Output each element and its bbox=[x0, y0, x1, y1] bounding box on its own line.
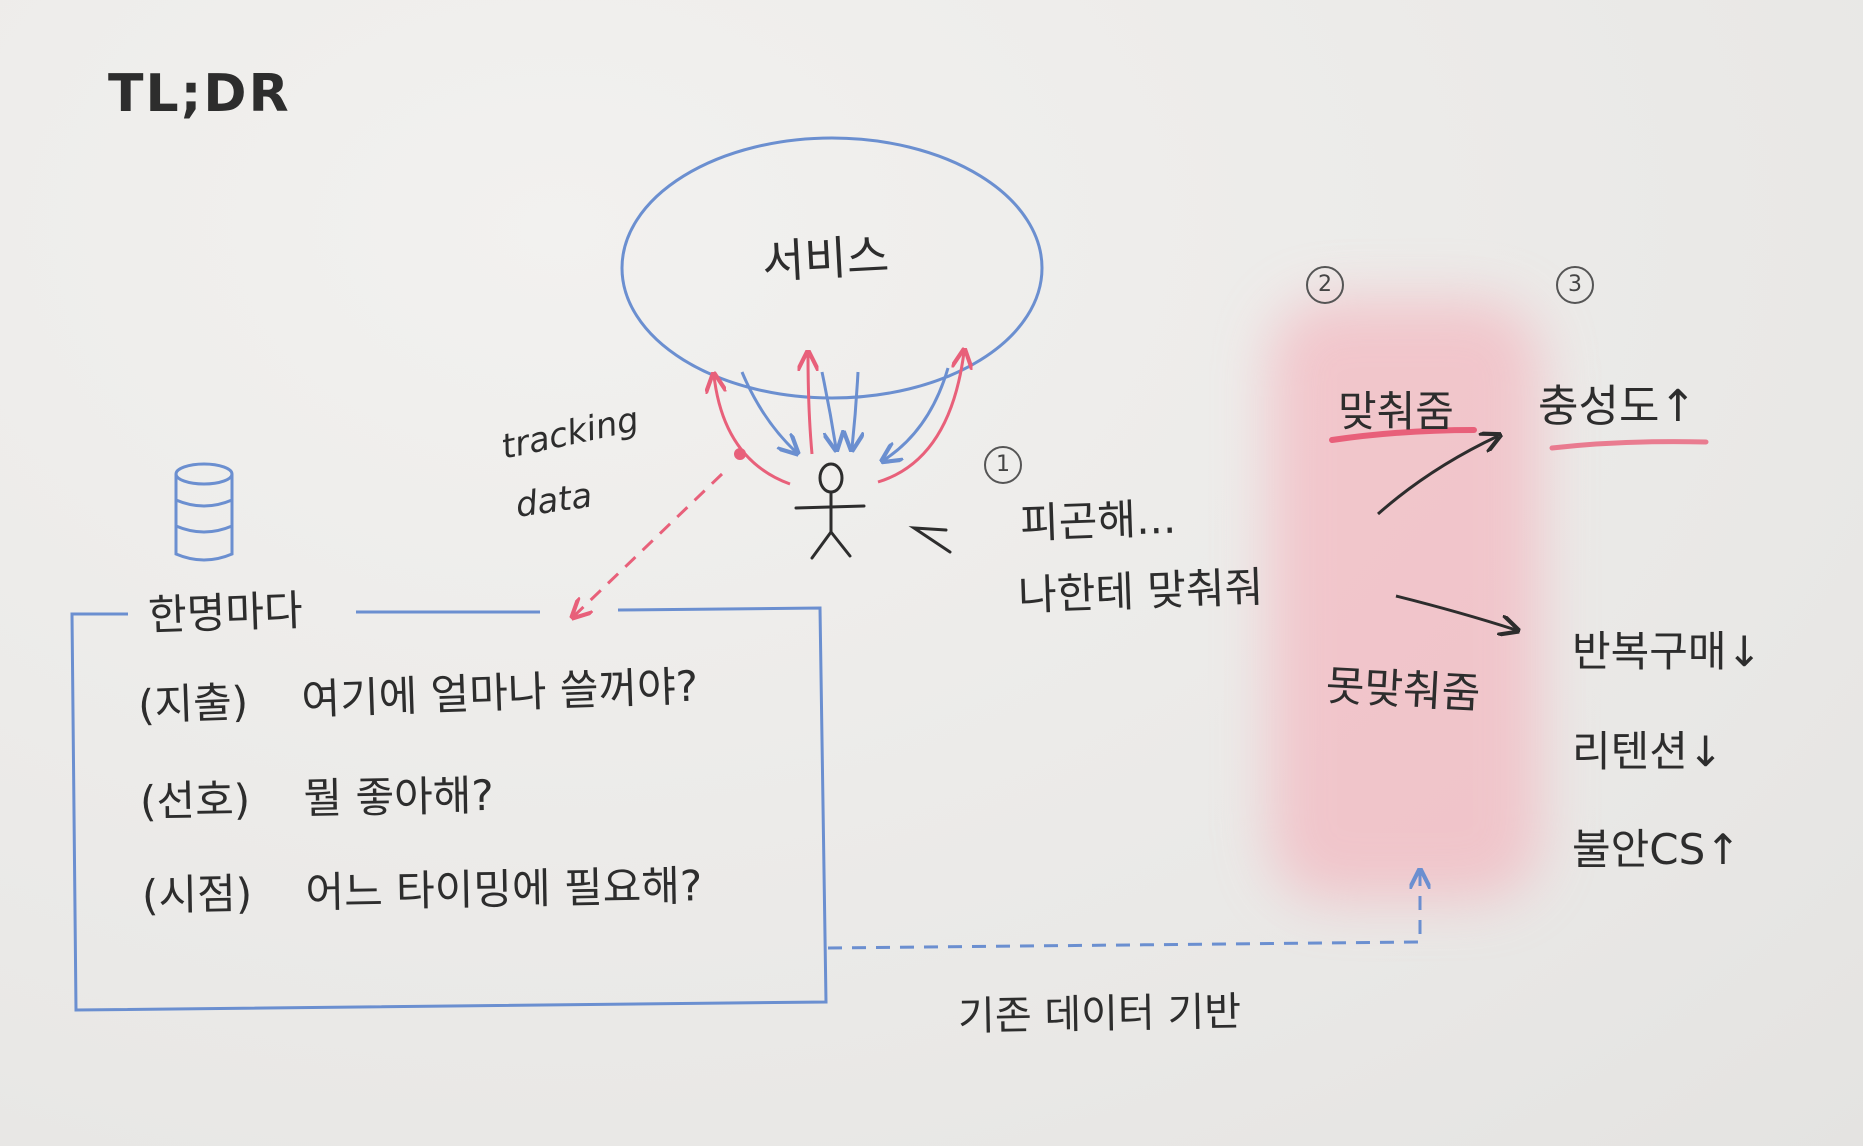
per-user-data-box bbox=[70, 606, 828, 1012]
stick-figure-icon bbox=[794, 462, 866, 560]
question-text: 여기에 얼마나 쓸꺼야? bbox=[300, 661, 699, 725]
user-speech-line-1: 피곤해... bbox=[1019, 493, 1177, 548]
step-number-1: 1 bbox=[984, 446, 1022, 484]
service-ellipse bbox=[620, 136, 1044, 400]
loyalty-label: 충성도↑ bbox=[1538, 381, 1697, 432]
question-tag: (시점) bbox=[141, 869, 253, 920]
user-speech-line-2: 나한테 맞춰줘 bbox=[1017, 562, 1265, 620]
fit-underline bbox=[1329, 427, 1477, 443]
question-text: 어느 타이밍에 필요해? bbox=[305, 861, 703, 918]
service-label: 서비스 bbox=[760, 228, 891, 289]
result-anxiety-cs: 불안CS↑ bbox=[1572, 825, 1741, 874]
question-text: 뭘 좋아해? bbox=[303, 770, 495, 824]
loyalty-underline bbox=[1549, 439, 1709, 451]
result-retention: 리텐션↓ bbox=[1572, 727, 1724, 776]
database-icon bbox=[174, 462, 234, 562]
question-tag: (선호) bbox=[139, 775, 251, 826]
unfit-arrow bbox=[1395, 594, 1516, 630]
existing-data-arrow bbox=[827, 872, 1420, 950]
result-repurchase: 반복구매↓ bbox=[1572, 627, 1762, 676]
db-caption: 한명마다 bbox=[147, 585, 304, 640]
tracking-data-arrow bbox=[574, 472, 724, 616]
unfit-label: 못맞춰줌 bbox=[1324, 661, 1482, 719]
page-title: TL;DR bbox=[108, 64, 291, 124]
fit-arrow bbox=[1377, 436, 1498, 516]
question-preference: (선호) 뭘 좋아해? bbox=[139, 762, 494, 829]
question-timing: (시점) 어느 타이밍에 필요해? bbox=[141, 852, 703, 923]
user-to-service-arrows bbox=[714, 352, 964, 486]
fit-label: 맞춰줌 bbox=[1338, 387, 1454, 436]
step-number-2: 2 bbox=[1306, 266, 1344, 304]
service-to-user-arrows bbox=[740, 367, 950, 460]
step-number-3: 3 bbox=[1556, 266, 1594, 304]
question-tag: (지출) bbox=[137, 677, 249, 730]
existing-data-label: 기존 데이터 기반 bbox=[957, 989, 1242, 1040]
